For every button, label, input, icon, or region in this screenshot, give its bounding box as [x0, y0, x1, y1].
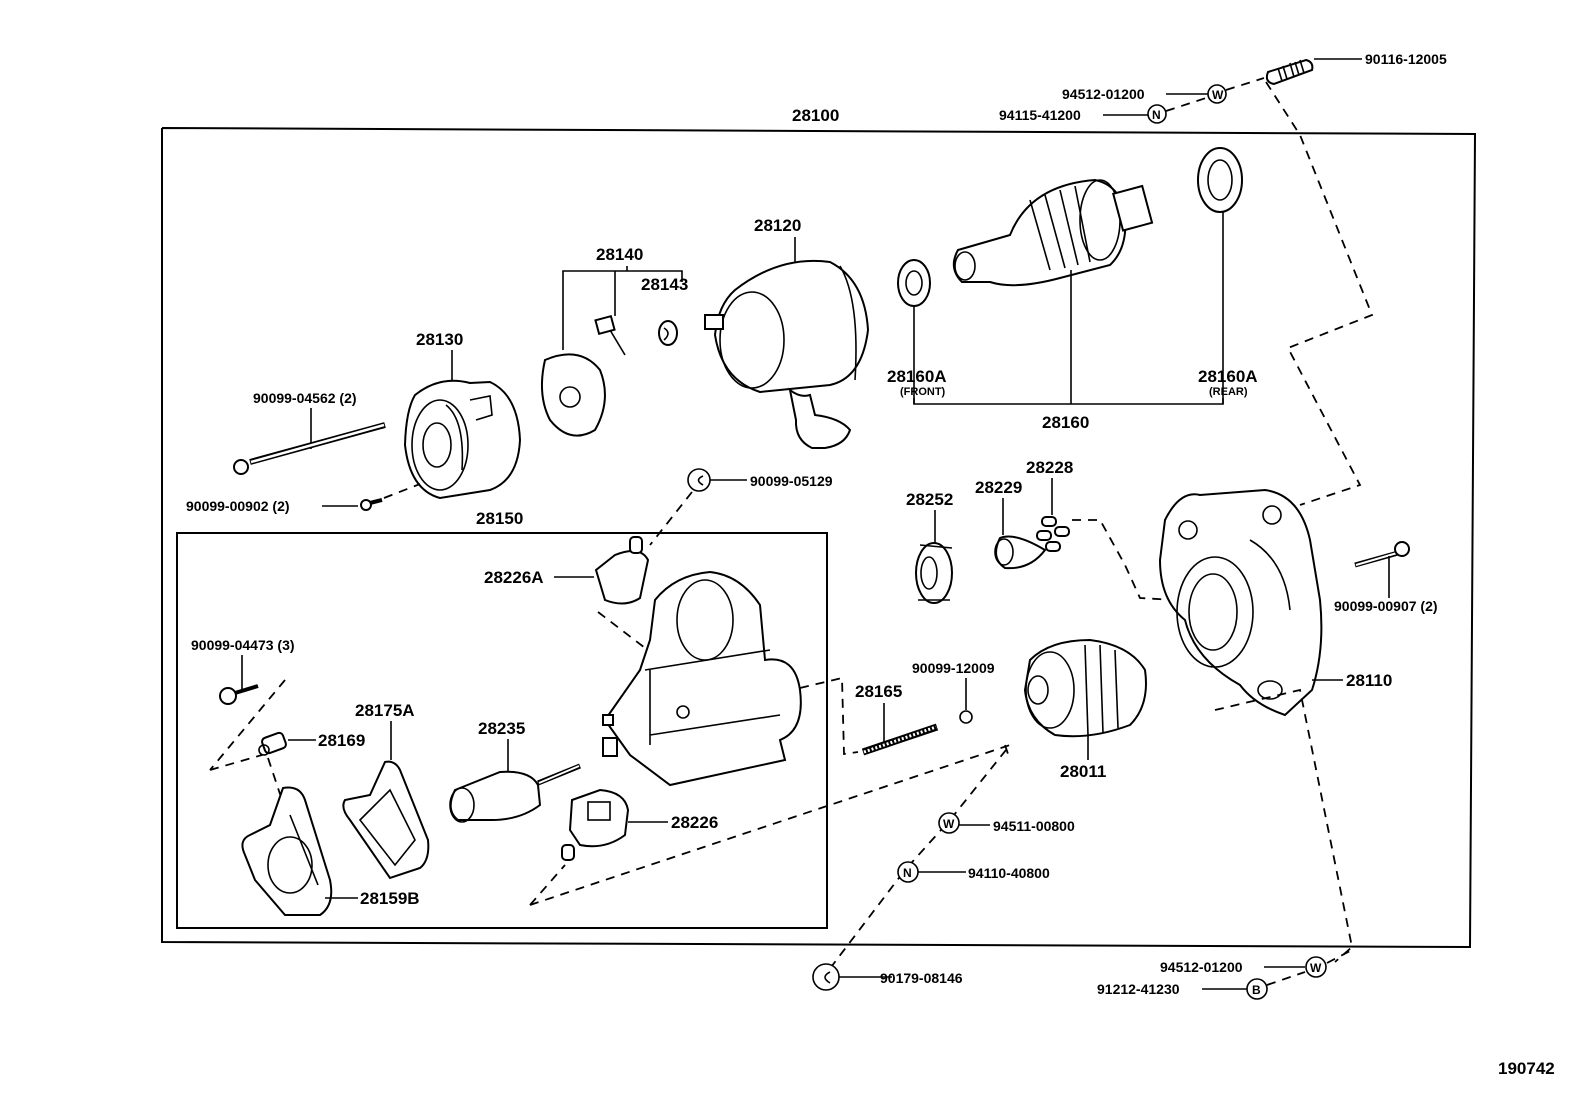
label-28226[interactable]: 28226 — [671, 813, 718, 832]
label-28120[interactable]: 28120 — [754, 216, 801, 235]
label-94511-00800[interactable]: 94511-00800 — [993, 818, 1075, 834]
label-front-note: (FRONT) — [900, 386, 946, 398]
washer-symbol-icon[interactable]: W — [1207, 84, 1227, 104]
bearing-rear-icon[interactable] — [1197, 147, 1243, 213]
label-28226a[interactable]: 28226A — [484, 568, 544, 587]
label-90099-04473[interactable]: 90099-04473 (3) — [191, 637, 295, 653]
label-28143[interactable]: 28143 — [641, 275, 688, 294]
nut-symbol-icon[interactable]: N — [1147, 104, 1167, 124]
bearing-front-icon[interactable] — [897, 259, 931, 307]
stud-bolt-icon[interactable] — [1265, 58, 1314, 86]
svg-text:W: W — [1212, 88, 1224, 102]
pinion-28011-icon[interactable] — [1023, 638, 1147, 738]
label-28229[interactable]: 28229 — [975, 478, 1022, 497]
label-90099-04562[interactable]: 90099-04562 (2) — [253, 390, 357, 406]
label-28169[interactable]: 28169 — [318, 731, 365, 750]
clip-symbol-icon[interactable] — [687, 468, 711, 492]
label-28160[interactable]: 28160 — [1042, 413, 1089, 432]
clamp-28169-icon[interactable] — [258, 731, 287, 756]
terminal-28226a-icon[interactable] — [594, 536, 650, 605]
label-28110[interactable]: 28110 — [1346, 671, 1392, 690]
rollers-28228-icon[interactable] — [1036, 516, 1070, 552]
bolt-symbol-icon[interactable]: B — [1246, 978, 1268, 1000]
label-28175a[interactable]: 28175A — [355, 701, 415, 720]
label-rear-note: (REAR) — [1209, 386, 1248, 398]
label-28160a-rear[interactable]: 28160A — [1198, 367, 1258, 386]
housing-28110-icon[interactable] — [1158, 488, 1323, 717]
subassembly-box-28150 — [176, 532, 828, 929]
label-28228[interactable]: 28228 — [1026, 458, 1073, 477]
svg-text:B: B — [1252, 983, 1261, 997]
label-28140[interactable]: 28140 — [596, 245, 643, 264]
svg-text:W: W — [1310, 961, 1322, 975]
label-28235[interactable]: 28235 — [478, 719, 525, 738]
through-bolt-icon[interactable] — [233, 422, 386, 475]
clutch-28229-icon[interactable] — [994, 535, 1047, 570]
label-94512-01200-bottom[interactable]: 94512-01200 — [1160, 959, 1243, 975]
label-28011[interactable]: 28011 — [1060, 762, 1106, 781]
clip-symbol-icon[interactable] — [812, 963, 840, 991]
label-94512-01200-top[interactable]: 94512-01200 — [1062, 86, 1145, 102]
label-90179-08146[interactable]: 90179-08146 — [880, 970, 963, 986]
terminal-28226-icon[interactable] — [561, 788, 630, 861]
cover-28159b-icon[interactable] — [241, 786, 333, 916]
screw-icon[interactable] — [360, 498, 383, 511]
label-28130[interactable]: 28130 — [416, 330, 463, 349]
svg-text:W: W — [943, 817, 955, 831]
label-94115-41200[interactable]: 94115-41200 — [999, 107, 1081, 123]
end-frame-28130-icon[interactable] — [403, 379, 522, 500]
plunger-28235-icon[interactable] — [449, 763, 581, 823]
svg-text:N: N — [1152, 108, 1161, 122]
spring-28165-icon[interactable] — [861, 723, 939, 756]
washer-symbol-icon[interactable]: W — [1305, 956, 1327, 978]
label-28160a-front[interactable]: 28160A — [887, 367, 947, 386]
solenoid-housing-icon[interactable] — [602, 570, 802, 787]
label-28100[interactable]: 28100 — [792, 106, 839, 125]
gear-28252-icon[interactable] — [915, 542, 953, 604]
armature-28160-icon[interactable] — [952, 178, 1154, 287]
label-94110-40800[interactable]: 94110-40800 — [968, 865, 1050, 881]
brush-holder-28140-icon[interactable] — [540, 314, 626, 437]
label-90116-12005[interactable]: 90116-12005 — [1365, 51, 1447, 67]
washer-symbol-icon[interactable]: W — [938, 812, 960, 834]
steel-ball-icon[interactable] — [959, 710, 973, 724]
screw-90099-04473-icon[interactable] — [219, 684, 259, 705]
gasket-28175a-icon[interactable] — [342, 760, 430, 880]
label-28252[interactable]: 28252 — [906, 490, 953, 509]
label-90099-12009[interactable]: 90099-12009 — [912, 660, 995, 676]
label-91212-41230[interactable]: 91212-41230 — [1097, 981, 1180, 997]
nut-symbol-icon[interactable]: N — [897, 861, 919, 883]
spring-28143-icon[interactable] — [658, 320, 678, 346]
label-28159b[interactable]: 28159B — [360, 889, 420, 908]
label-90099-00907[interactable]: 90099-00907 (2) — [1334, 598, 1438, 614]
svg-text:N: N — [903, 866, 912, 880]
yoke-28120-icon[interactable] — [704, 259, 870, 449]
label-28165[interactable]: 28165 — [855, 682, 902, 701]
label-90099-05129[interactable]: 90099-05129 — [750, 473, 833, 489]
assembly-box-28100 — [161, 127, 1477, 949]
figure-number: 190742 — [1498, 1059, 1555, 1078]
label-90099-00902[interactable]: 90099-00902 (2) — [186, 498, 290, 514]
bolt-90099-00907-icon[interactable] — [1354, 541, 1410, 568]
label-28150[interactable]: 28150 — [476, 509, 523, 528]
